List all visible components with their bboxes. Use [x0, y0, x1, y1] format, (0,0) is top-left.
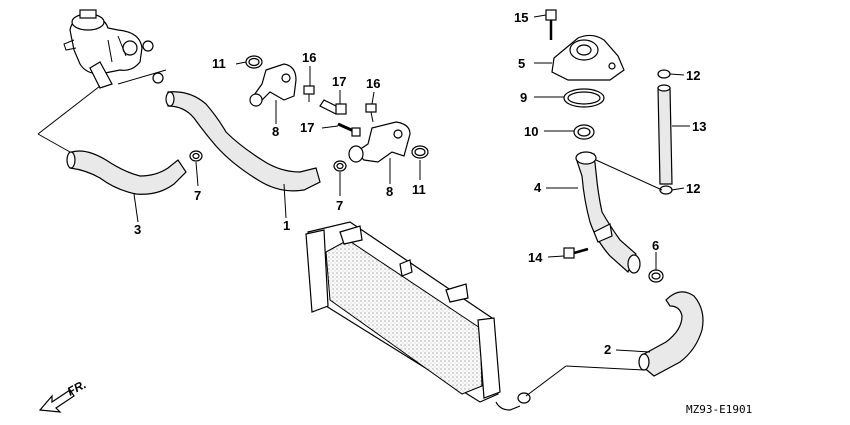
label-5: 5: [518, 56, 525, 71]
front-arrow-icon: [38, 389, 75, 413]
hose-3: [66, 150, 187, 195]
water-fitting-8-right: [348, 121, 411, 163]
label-17-lower: 17: [300, 120, 314, 135]
water-fitting-8-left: [249, 63, 297, 107]
front-direction-indicator: FR.: [38, 377, 88, 413]
label-7-left: 7: [194, 188, 201, 203]
part-labels: 1 2 3 4 5 6 7 7 8 8 9 10 11 11 12 12 13 …: [134, 10, 706, 357]
label-12-bottom: 12: [686, 181, 700, 196]
label-14: 14: [528, 250, 543, 265]
clamp-7-left: [189, 150, 203, 162]
bolt-16-right: [365, 103, 377, 123]
thermostat-cover-5: [551, 34, 625, 81]
thermostat-housing: [63, 9, 164, 89]
label-7-mid: 7: [336, 198, 343, 213]
o-ring-11-left: [245, 55, 263, 69]
label-3: 3: [134, 222, 141, 237]
bolt-14: [563, 247, 589, 259]
label-12-top: 12: [686, 68, 700, 83]
label-1: 1: [283, 218, 290, 233]
label-8-right: 8: [386, 184, 393, 199]
clamp-6: [648, 269, 664, 283]
label-9: 9: [520, 90, 527, 105]
hose-1: [165, 91, 321, 192]
clamp-7-mid: [333, 160, 347, 172]
clip-12-top: [657, 69, 671, 79]
bolt-17-lower: [337, 122, 361, 137]
gasket-10: [573, 124, 595, 140]
hose-2: [638, 291, 704, 377]
label-4: 4: [534, 180, 542, 195]
hose-13: [657, 84, 673, 185]
label-2: 2: [604, 342, 611, 357]
bolt-16-left: [303, 85, 315, 102]
label-17-top: 17: [332, 74, 346, 89]
label-13: 13: [692, 119, 706, 134]
radiator: [305, 221, 521, 411]
label-16-right: 16: [366, 76, 380, 91]
bolt-17-top: [319, 99, 347, 115]
leader-lines: [37, 14, 690, 397]
o-ring-9: [563, 88, 605, 108]
diagram-code: MZ93-E1901: [686, 403, 752, 416]
water-pipe-4: [575, 151, 641, 274]
label-10: 10: [524, 124, 538, 139]
label-8-left: 8: [272, 124, 279, 139]
bolt-15: [545, 9, 557, 40]
label-15: 15: [514, 10, 528, 25]
label-11-right: 11: [412, 182, 426, 197]
label-6: 6: [652, 238, 659, 253]
label-16-left: 16: [302, 50, 316, 65]
label-11-left: 11: [212, 56, 226, 71]
o-ring-11-right: [411, 145, 429, 159]
